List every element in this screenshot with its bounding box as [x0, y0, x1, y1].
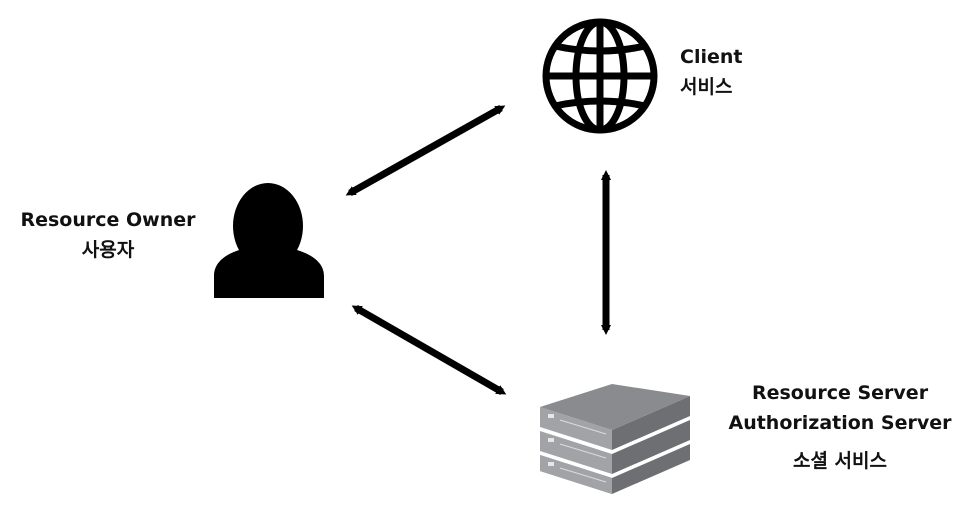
client-title: Client — [680, 46, 743, 68]
client-subtitle: 서비스 — [680, 76, 733, 98]
arrow-owner-server — [351, 304, 507, 396]
authorization-server-title: Authorization Server — [728, 412, 952, 434]
server-subtitle: 소셜 서비스 — [792, 450, 887, 472]
arrow-owner-client — [345, 104, 506, 197]
globe-icon — [542, 18, 658, 134]
resource-owner-title: Resource Owner — [20, 209, 196, 231]
resource-owner-label: Resource Owner 사용자 — [8, 205, 208, 265]
server-label: Resource Server Authorization Server 소셜 … — [700, 378, 980, 476]
server-rack-icon — [540, 384, 690, 494]
client-label: Client 서비스 — [680, 42, 780, 102]
resource-owner-subtitle: 사용자 — [81, 239, 135, 261]
person-icon — [214, 183, 324, 298]
resource-server-title: Resource Server — [751, 382, 929, 404]
